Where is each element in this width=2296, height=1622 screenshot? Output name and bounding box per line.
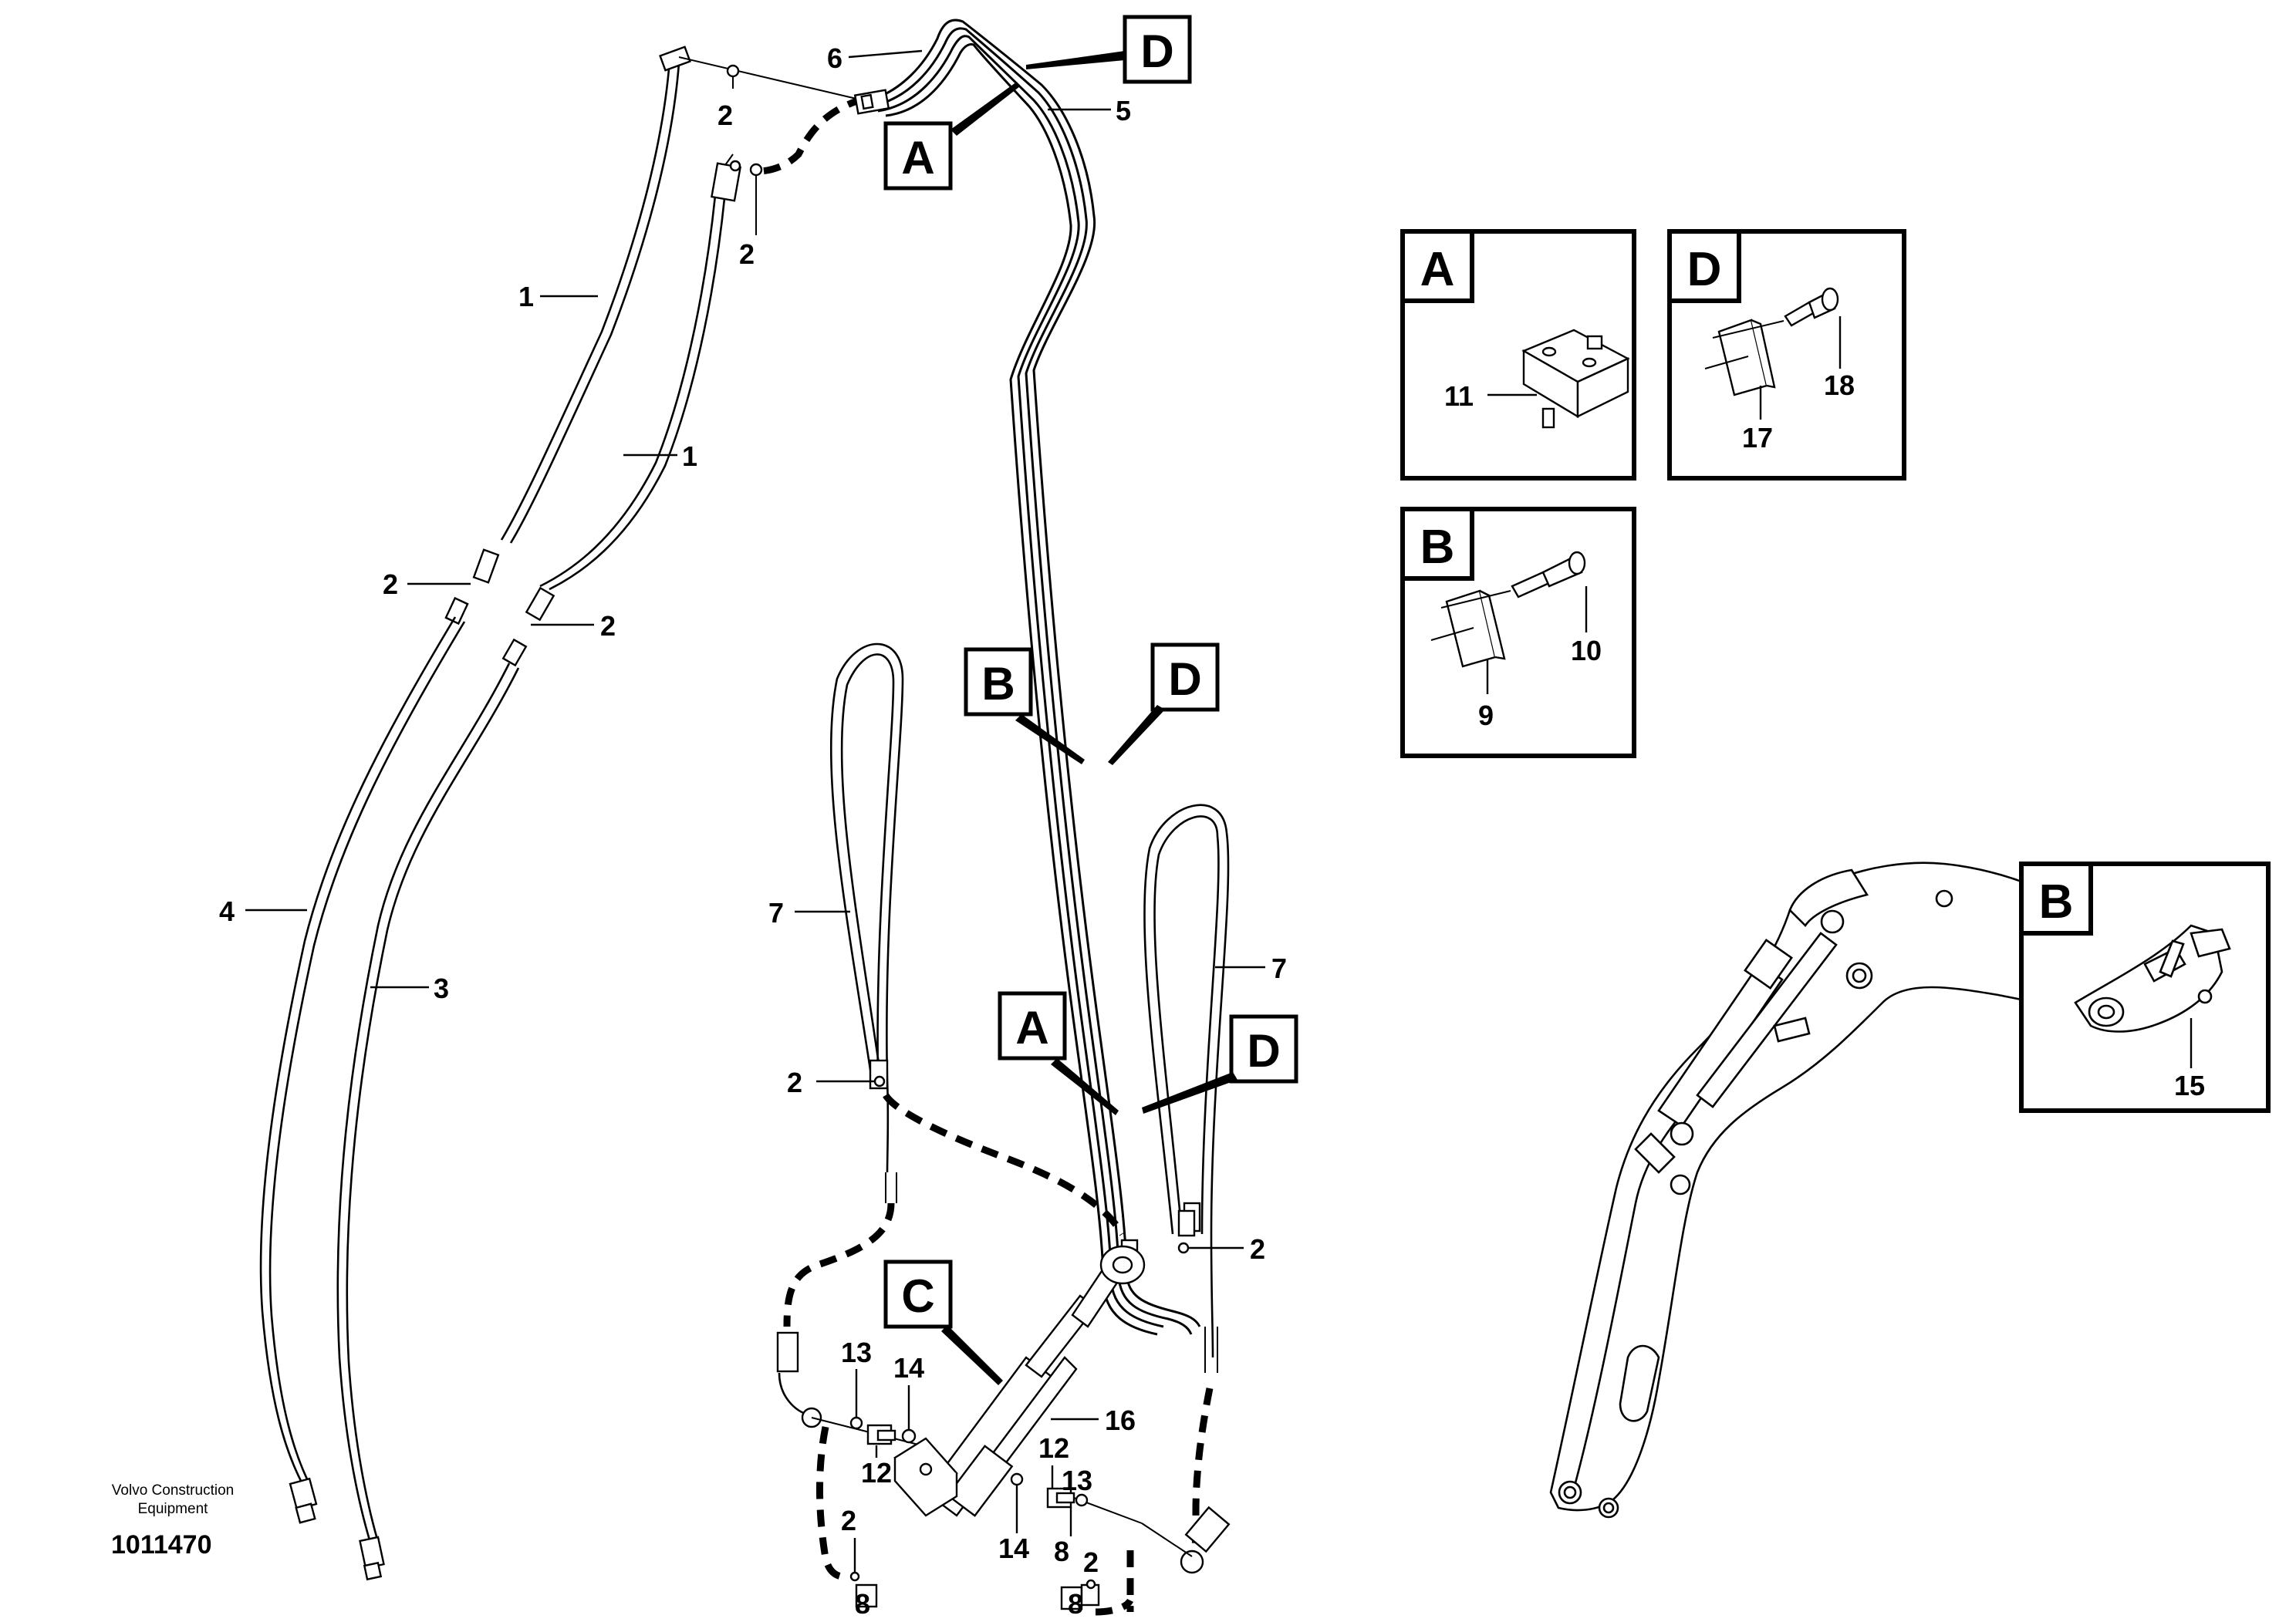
label-part-3: 3 xyxy=(434,973,449,1004)
callout-boxes: D A B D A D C xyxy=(883,15,1298,1385)
hose-1-outer xyxy=(500,59,671,541)
part-labels: 1 1 2 2 2 2 4 3 6 5 7 7 2 xyxy=(219,42,1287,1620)
hose-group-left xyxy=(259,46,741,1581)
label-part-2-botleft: 2 xyxy=(841,1505,856,1536)
callout-A-top-label: A xyxy=(901,132,934,184)
inset-A: A 11 xyxy=(1400,229,1636,481)
label-part-6: 6 xyxy=(827,42,842,74)
label-part-2-midleft: 2 xyxy=(787,1067,802,1098)
callout-D-top xyxy=(1123,15,1192,84)
label-part-12-right: 12 xyxy=(1038,1432,1069,1464)
label-part-1-a: 1 xyxy=(518,281,534,312)
label-part-8-bottom: 8 xyxy=(1068,1588,1083,1620)
inset-D-part-18: 18 xyxy=(1824,369,1855,401)
hose-3 xyxy=(336,663,511,1543)
callout-D-mid xyxy=(1150,642,1220,712)
inset-D-part-17: 17 xyxy=(1742,422,1773,454)
callout-C xyxy=(883,1259,953,1329)
inset-D-title: D xyxy=(1687,243,1722,296)
label-part-8-left: 8 xyxy=(855,1588,870,1620)
inset-A-title: A xyxy=(1420,243,1455,296)
inset-B-boom-title: B xyxy=(2039,875,2074,929)
inset-A-part-11: 11 xyxy=(1444,380,1474,412)
label-part-16: 16 xyxy=(1105,1404,1136,1436)
callout-D-top-label: D xyxy=(1140,25,1173,77)
inset-B-boom: B 15 xyxy=(2019,862,2271,1113)
callout-A-low-label: A xyxy=(1015,1002,1048,1054)
label-part-2-botright: 2 xyxy=(1083,1546,1099,1578)
callout-D-low-label: D xyxy=(1247,1025,1280,1077)
callout-D-low xyxy=(1229,1014,1298,1084)
label-part-12-left: 12 xyxy=(861,1457,892,1489)
label-part-14-left: 14 xyxy=(893,1352,924,1384)
label-part-13-left: 13 xyxy=(841,1337,872,1368)
label-part-14-right: 14 xyxy=(998,1533,1029,1564)
callout-C-label: C xyxy=(901,1270,934,1322)
maker-line-1: Volvo Construction xyxy=(112,1482,234,1499)
label-part-2-left: 2 xyxy=(383,568,398,600)
label-part-7-right: 7 xyxy=(1271,953,1287,984)
inset-B-clamp: B 10 9 xyxy=(1400,507,1636,758)
inset-D: D 18 17 xyxy=(1667,229,1906,481)
label-part-7-left: 7 xyxy=(768,897,784,929)
footer-block: Volvo Construction Equipment 1011470 xyxy=(111,1482,234,1560)
callout-B-mid-label: B xyxy=(981,658,1015,710)
maker-line-2: Equipment xyxy=(138,1501,209,1517)
callout-A-low xyxy=(998,991,1067,1061)
inset-B-part-15: 15 xyxy=(2174,1070,2205,1101)
hose-4 xyxy=(259,616,457,1482)
label-part-4: 4 xyxy=(219,895,235,927)
hydraulic-cylinder xyxy=(893,1245,1146,1517)
label-part-8-right: 8 xyxy=(1054,1536,1069,1567)
label-part-2-top: 2 xyxy=(718,99,733,131)
label-part-2-midright: 2 xyxy=(1250,1233,1265,1265)
label-part-2-right: 2 xyxy=(600,610,616,642)
callout-B-mid xyxy=(964,647,1033,717)
inset-B-part-9: 9 xyxy=(1478,700,1494,731)
inset-B-part-10: 10 xyxy=(1571,635,1602,666)
label-part-5: 5 xyxy=(1116,95,1131,126)
callout-A-top xyxy=(883,121,953,191)
label-part-1-b: 1 xyxy=(682,440,697,472)
label-part-13-right: 13 xyxy=(1062,1465,1092,1496)
label-part-2-b: 2 xyxy=(739,238,755,270)
loop-hoses xyxy=(829,642,1230,1373)
pipe-5 xyxy=(877,35,1164,1328)
drawing-number: 1011470 xyxy=(111,1530,212,1560)
callout-D-mid-label: D xyxy=(1168,653,1201,705)
inset-B-clamp-title: B xyxy=(1420,521,1455,574)
